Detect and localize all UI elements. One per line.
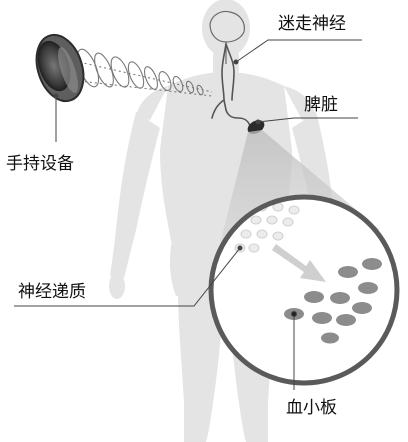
magnified-view [211, 197, 397, 383]
handheld-stimulator-icon [29, 29, 92, 107]
label-vagus-nerve: 迷走神经 [278, 14, 346, 34]
label-neurotransmitter: 神经递质 [18, 282, 86, 302]
label-platelet: 血小板 [286, 398, 337, 418]
label-spleen: 脾脏 [304, 95, 338, 115]
label-handheld-device: 手持设备 [6, 154, 74, 174]
